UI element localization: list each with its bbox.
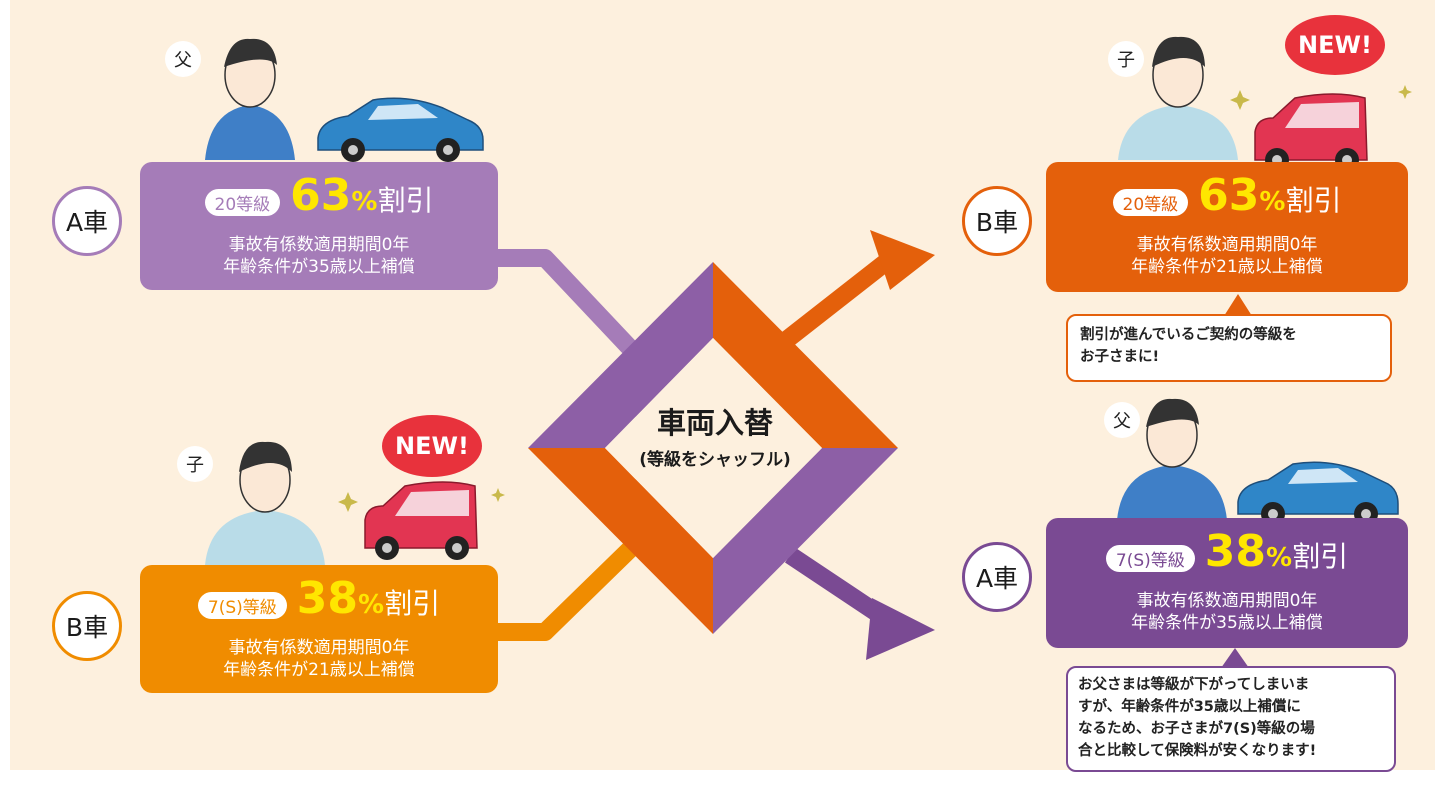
discount-percent: 63% <box>1198 170 1285 221</box>
desc-line-1: 事故有係数適用期間0年 <box>228 638 410 658</box>
grade-pill: 20等級 <box>1112 189 1189 216</box>
grade-row: 20等級 63% 割引 <box>140 170 498 221</box>
red-kei-car-icon <box>364 481 478 560</box>
grade-card-right-bottom: 7(S)等級 38% 割引 事故有係数適用期間0年 年齢条件が35歳以上補償 <box>1046 518 1408 648</box>
x-arm-upper-left <box>528 262 713 448</box>
card-description: 事故有係数適用期間0年 年齢条件が21歳以上補償 <box>1046 234 1408 278</box>
percent-symbol: % <box>1266 543 1293 573</box>
x-arm-lower-left <box>528 448 713 634</box>
grade-card-left-bottom: 7(S)等級 38% 割引 事故有係数適用期間0年 年齢条件が21歳以上補償 <box>140 565 498 693</box>
grade-pill: 7(S)等級 <box>1105 545 1195 572</box>
x-center <box>605 338 822 558</box>
car-label-a-left: A車 <box>52 186 122 256</box>
discount-percent: 63% <box>290 170 377 221</box>
person-label-father-left: 父 <box>165 41 201 77</box>
person-label-child-left: 子 <box>177 446 213 482</box>
discount-word: 割引 <box>1292 540 1349 573</box>
desc-line-2: 年齢条件が21歳以上補償 <box>223 660 415 680</box>
note-line-2: すが、年齢条件が35歳以上補償に <box>1078 699 1301 715</box>
percent-value: 63 <box>290 170 352 221</box>
discount-word: 割引 <box>384 587 441 620</box>
percent-symbol: % <box>1259 187 1286 217</box>
sparkle-icon <box>338 85 1412 512</box>
red-kei-car-icon <box>1254 93 1368 172</box>
discount-word: 割引 <box>377 184 434 217</box>
percent-value: 63 <box>1198 170 1260 221</box>
arrow-head-right-top <box>870 230 935 290</box>
person-father-icon <box>1117 398 1227 520</box>
center-label: 車両入替 (等級をシャッフル) <box>540 400 890 470</box>
note-line-1: 割引が進んでいるご契約の等級を <box>1080 327 1297 343</box>
card-description: 事故有係数適用期間0年 年齢条件が35歳以上補償 <box>1046 590 1408 634</box>
car-label-b-left: B車 <box>52 591 122 661</box>
note-line-2: お子さまに! <box>1080 349 1160 365</box>
grade-row: 20等級 63% 割引 <box>1046 170 1408 221</box>
percent-value: 38 <box>296 573 359 624</box>
note-right-bottom: お父さまは等級が下がってしまいま すが、年齢条件が35歳以上補償に なるため、お… <box>1066 666 1396 772</box>
desc-line-2: 年齢条件が35歳以上補償 <box>1131 613 1323 633</box>
person-label-father-right: 父 <box>1104 402 1140 438</box>
desc-line-2: 年齢条件が35歳以上補償 <box>223 257 415 277</box>
grade-card-left-top: 20等級 63% 割引 事故有係数適用期間0年 年齢条件が35歳以上補償 <box>140 162 498 290</box>
percent-symbol: % <box>358 590 385 620</box>
connector-left-bottom <box>495 513 667 641</box>
person-child-icon <box>205 441 325 565</box>
note-pointer-right-top <box>1224 294 1252 316</box>
connector-left-top <box>495 249 667 387</box>
person-label-child-right: 子 <box>1108 41 1144 77</box>
discount-word: 割引 <box>1285 184 1342 217</box>
card-description: 事故有係数適用期間0年 年齢条件が21歳以上補償 <box>140 637 498 681</box>
grade-pill: 20等級 <box>204 189 281 216</box>
new-badge-right: NEW! <box>1285 15 1385 75</box>
card-description: 事故有係数適用期間0年 年齢条件が35歳以上補償 <box>140 234 498 278</box>
note-line-3: なるため、お子さまが7(S)等級の場 <box>1078 721 1315 737</box>
grade-pill: 7(S)等級 <box>197 592 287 619</box>
arrow-head-right-bottom <box>866 598 935 660</box>
note-pointer-right-bottom <box>1221 648 1249 668</box>
blue-sedan-icon <box>317 97 484 162</box>
x-arm-lower-right <box>713 448 898 634</box>
discount-percent: 38% <box>297 573 384 624</box>
desc-line-1: 事故有係数適用期間0年 <box>1136 235 1318 255</box>
grade-card-right-top: 20等級 63% 割引 事故有係数適用期間0年 年齢条件が21歳以上補償 <box>1046 162 1408 292</box>
center-subtitle: (等級をシャッフル) <box>639 450 791 470</box>
percent-value: 38 <box>1204 526 1267 577</box>
center-title: 車両入替 <box>656 406 773 440</box>
person-father-icon <box>205 38 295 160</box>
discount-percent: 38% <box>1205 526 1292 577</box>
grade-row: 7(S)等級 38% 割引 <box>140 573 498 624</box>
new-badge-left: NEW! <box>382 415 482 477</box>
note-line-4: 合と比較して保険料が安くなります! <box>1078 743 1317 759</box>
bottom-margin <box>0 770 1435 798</box>
blue-sedan-icon <box>1237 461 1399 526</box>
arrow-to-right-top <box>774 247 901 353</box>
x-arm-upper-right <box>713 262 898 448</box>
percent-symbol: % <box>351 187 378 217</box>
person-child-icon <box>1118 36 1238 160</box>
car-label-a-right: A車 <box>962 542 1032 612</box>
car-label-b-right: B車 <box>962 186 1032 256</box>
desc-line-1: 事故有係数適用期間0年 <box>228 235 410 255</box>
note-right-top: 割引が進んでいるご契約の等級を お子さまに! <box>1066 314 1392 382</box>
note-line-1: お父さまは等級が下がってしまいま <box>1078 677 1310 693</box>
grade-row: 7(S)等級 38% 割引 <box>1046 526 1408 577</box>
desc-line-1: 事故有係数適用期間0年 <box>1136 591 1318 611</box>
desc-line-2: 年齢条件が21歳以上補償 <box>1131 257 1323 277</box>
